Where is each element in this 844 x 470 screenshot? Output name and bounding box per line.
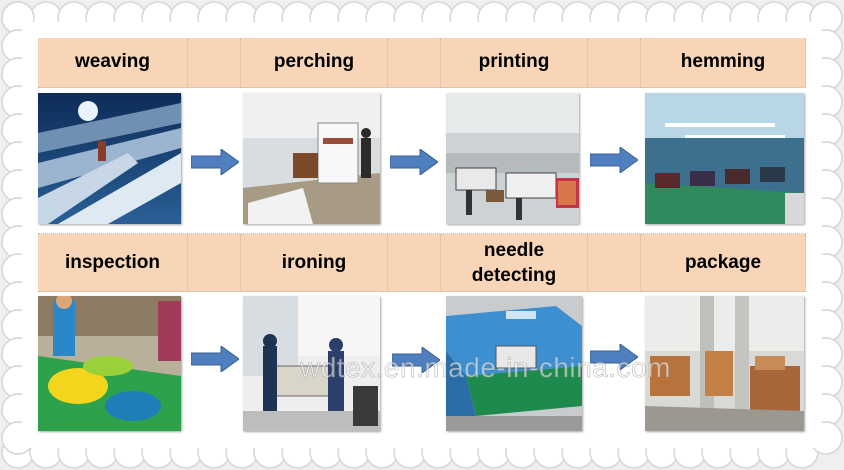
step-label-inspection: inspection	[64, 252, 160, 273]
header-cell-hemming: hemming	[641, 38, 806, 88]
header-cell-weaving: weaving	[38, 38, 188, 88]
step-label-weaving: weaving	[75, 51, 150, 72]
header-cell-package: package	[641, 234, 806, 292]
image-row-1	[38, 88, 806, 234]
arrow-right-icon	[392, 347, 440, 373]
header-cell-ironing: ironing	[241, 234, 388, 292]
header-spacer	[188, 234, 241, 292]
header-cell-inspection: inspection	[38, 234, 188, 292]
ironing-photo	[243, 296, 380, 431]
printing-photo	[446, 93, 579, 224]
arrow-right-icon	[390, 149, 438, 175]
header-spacer	[388, 38, 441, 88]
weaving-photo	[38, 93, 181, 224]
header-spacer	[188, 38, 241, 88]
arrow-right-icon	[191, 149, 239, 175]
step-label-perching: perching	[273, 51, 355, 72]
needle-detecting-photo	[446, 296, 582, 431]
step-label-hemming: hemming	[680, 51, 766, 72]
inspection-photo	[38, 296, 181, 431]
watermark: wdtex.en.made-in-china.com	[300, 352, 671, 384]
arrow-right-icon	[191, 346, 239, 372]
hemming-photo	[645, 93, 804, 224]
step-label-package: package	[684, 252, 762, 273]
header-spacer	[588, 234, 641, 292]
arrow-right-icon	[590, 147, 638, 173]
header-spacer	[588, 38, 641, 88]
perching-photo	[243, 93, 380, 224]
step-label-ironing: ironing	[281, 252, 347, 273]
step-label-printing: printing	[478, 51, 550, 72]
process-table: weaving perching printing hemming inspec…	[38, 38, 806, 432]
header-cell-perching: perching	[241, 38, 388, 88]
header-spacer	[388, 234, 441, 292]
header-cell-printing: printing	[441, 38, 588, 88]
step-label-needle-detecting: needle detecting	[471, 240, 557, 286]
package-photo	[645, 296, 804, 431]
header-cell-needle-detecting: needle detecting	[441, 234, 588, 292]
arrow-right-icon	[590, 344, 638, 370]
